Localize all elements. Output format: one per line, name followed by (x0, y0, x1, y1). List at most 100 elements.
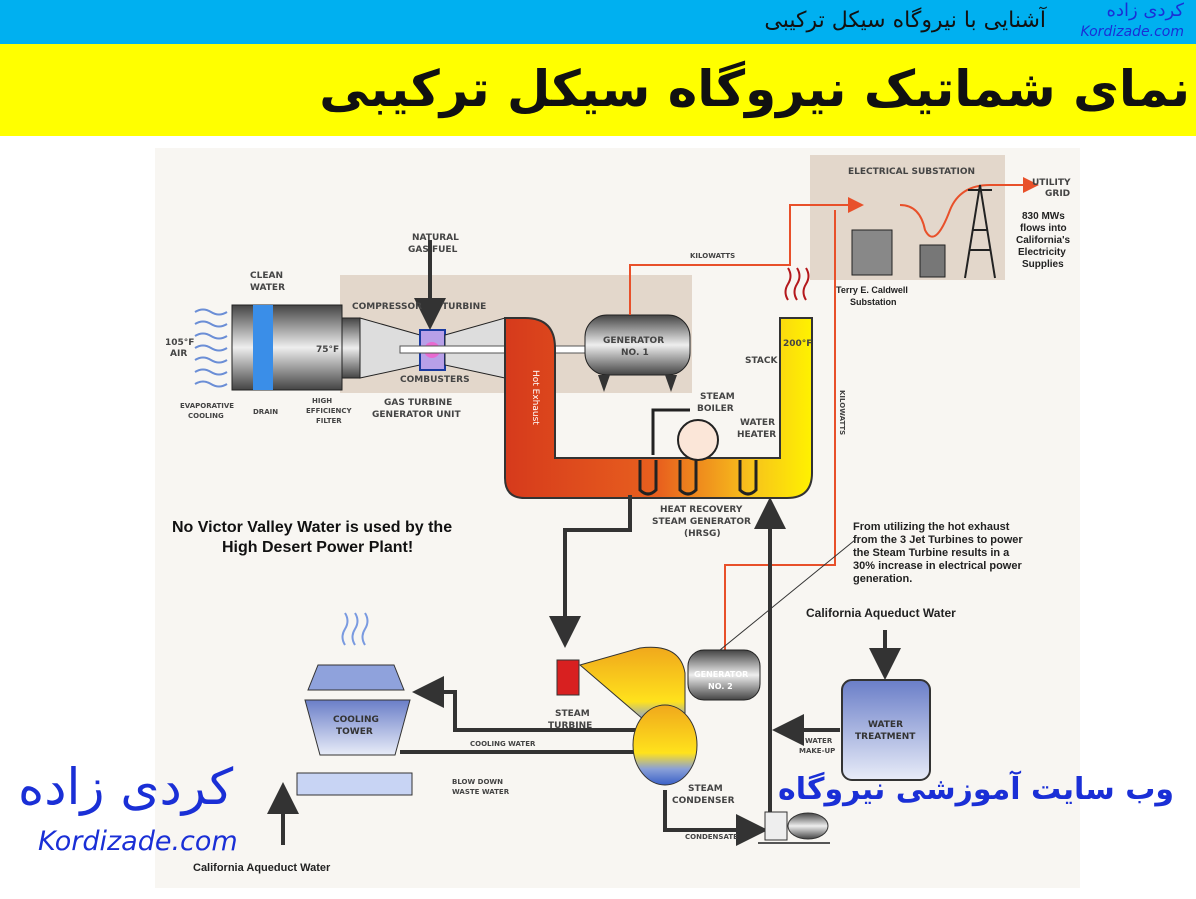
grid-note-5: Supplies (1022, 259, 1064, 270)
label-drain: DRAIN (253, 408, 278, 416)
steam-condenser (632, 704, 698, 786)
label-hot-exhaust: Hot Exhaust (530, 370, 540, 425)
label-makeup: MAKE-UP (799, 747, 835, 755)
grid-note-4: Electricity (1018, 247, 1066, 258)
grid-note-2: flows into (1020, 223, 1067, 234)
exhaust-note-3: the Steam Turbine results in a (853, 547, 1010, 559)
air-waves-icon (194, 308, 228, 388)
label-gas-turbine: GAS TURBINE (384, 398, 452, 408)
label-boiler: BOILER (697, 404, 734, 414)
label-75f: 75°F (316, 345, 339, 355)
label-kilowatts-1: KILOWATTS (690, 252, 735, 260)
label-natural: NATURAL (412, 233, 459, 243)
power-tower-icon (964, 184, 996, 279)
exhaust-note-2: from the 3 Jet Turbines to power (853, 534, 1023, 546)
generator-2 (687, 649, 761, 701)
label-hrsg: (HRSG) (684, 529, 721, 539)
label-water-mk: WATER (805, 737, 833, 745)
cooling-water-out (412, 676, 640, 732)
kilowatts-line-1 (629, 197, 864, 315)
cooling-tower-top (307, 664, 405, 691)
label-clean-water: CLEAN (250, 271, 283, 281)
label-heat-recovery: HEAT RECOVERY (660, 505, 743, 515)
label-substation-name: Terry E. Caldwell (836, 285, 908, 295)
exhaust-note-1: From utilizing the hot exhaust (853, 521, 1010, 533)
exhaust-note-5: generation. (853, 573, 912, 585)
label-filter-3: FILTER (316, 417, 342, 425)
label-air-temp: 105°F (165, 338, 194, 348)
label-generator-1-no: NO. 1 (621, 348, 649, 358)
steam-boiler-drum (677, 419, 719, 461)
label-generator-2: GENERATOR (694, 670, 748, 679)
label-aqueduct-right: California Aqueduct Water (806, 606, 956, 620)
label-filter-1: HIGH (312, 397, 332, 405)
no-water-note-2: High Desert Power Plant! (222, 539, 413, 556)
steam-pipe (549, 495, 632, 648)
cooling-tower (304, 699, 411, 756)
condensate-pipe (663, 790, 768, 846)
slide-subtitle: آشنایی با نیروگاه سیکل ترکیبی (764, 8, 1046, 33)
label-steam-turbine-2: TURBINE (548, 721, 592, 731)
label-condenser: CONDENSER (672, 796, 735, 806)
vapor-icon (341, 612, 369, 646)
diagram-notes: Terry E. Caldwell Substation 830 MWs flo… (172, 211, 1070, 874)
label-utility: UTILITY (1032, 178, 1071, 188)
generator-1 (584, 314, 691, 376)
label-stack: STACK (745, 356, 778, 366)
label-water: WATER (740, 418, 775, 428)
diagram-labels: 105°F AIR CLEAN WATER EVAPORATIVE COOLIN… (165, 167, 1071, 841)
label-aqueduct-left: California Aqueduct Water (193, 862, 331, 874)
label-steam: STEAM (700, 392, 735, 402)
heat-wave-icon (784, 267, 810, 301)
label-evaporative: EVAPORATIVE (180, 402, 234, 410)
label-clean-water-2: WATER (250, 283, 285, 293)
label-grid: GRID (1045, 189, 1070, 199)
slide-title: نمای شماتیک نیروگاه سیکل ترکیبی (319, 60, 1190, 118)
shaft (399, 345, 591, 354)
label-substation: ELECTRICAL SUBSTATION (848, 167, 975, 177)
label-steam-turbine-1: STEAM (555, 709, 590, 719)
transformer-2 (919, 244, 946, 278)
label-compressor: COMPRESSOR (352, 302, 422, 312)
hot-exhaust-duct (504, 317, 813, 499)
label-steam-generator: STEAM GENERATOR (652, 517, 751, 527)
label-condensate: CONDENSATE (685, 833, 738, 841)
steam-turbine-inlet (556, 659, 580, 696)
hrsg-coils (638, 460, 758, 496)
grid-line (899, 177, 1039, 238)
label-water-t: WATER (868, 720, 903, 730)
label-waste-water: WASTE WATER (452, 788, 510, 796)
label-heater: HEATER (737, 430, 776, 440)
exhaust-note-4: 30% increase in electrical power (853, 560, 1022, 572)
label-treatment: TREATMENT (855, 732, 916, 742)
label-combusters: COMBUSTERS (400, 375, 470, 385)
top-bar: آشنایی با نیروگاه سیکل ترکیبی (0, 0, 1196, 44)
label-substation-word: Substation (850, 297, 897, 307)
label-generator-2-no: NO. 2 (708, 682, 733, 691)
air-inlet-housing (231, 304, 343, 391)
pump-motor (764, 811, 788, 841)
note-pointer (719, 539, 856, 651)
label-generator-unit: GENERATOR UNIT (372, 410, 461, 420)
transformer-1 (851, 229, 893, 276)
logo-top: کردی زاده (1106, 0, 1184, 21)
label-cooling-water: COOLING WATER (470, 740, 536, 748)
logo-url-top: Kordizade.com (1080, 24, 1184, 40)
inlet-duct (341, 317, 361, 379)
label-tower: TOWER (336, 727, 373, 737)
pump (787, 812, 829, 840)
label-cooling: COOLING (188, 412, 224, 420)
label-generator-1: GENERATOR (603, 336, 664, 346)
substation-backdrop (810, 155, 1005, 280)
no-water-note-1: No Victor Valley Water is used by the (172, 519, 452, 536)
label-steam-cond: STEAM (688, 784, 723, 794)
logo-brand: کردی زاده (18, 758, 234, 816)
label-air: AIR (170, 349, 187, 359)
logo-url: Kordizade.com (38, 826, 238, 857)
title-band: نمای شماتیک نیروگاه سیکل ترکیبی (0, 44, 1196, 136)
label-blow-down: BLOW DOWN (452, 778, 503, 786)
website-logo: وب سایت آموزشی نیروگاه (778, 772, 1174, 807)
water-treatment-tank (841, 679, 931, 781)
grid-note-1: 830 MWs (1022, 211, 1065, 222)
label-turbine: TURBINE (442, 302, 486, 312)
